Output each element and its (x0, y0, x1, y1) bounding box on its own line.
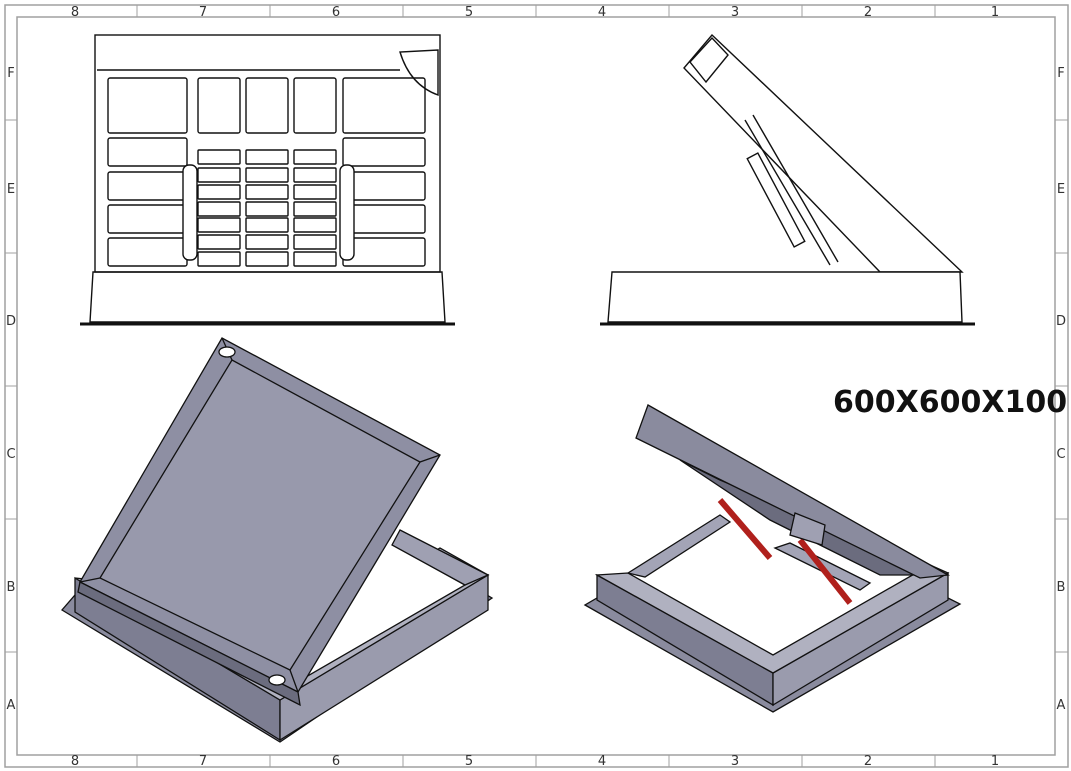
column-labels-bottom: 8 7 6 5 4 3 2 1 (71, 754, 999, 769)
part-size-label: 600X600X100 (833, 385, 1068, 420)
column-label: 6 (332, 5, 340, 20)
column-label: 8 (71, 5, 79, 20)
zone-dividers (5, 5, 1068, 767)
row-label: C (1056, 447, 1065, 462)
column-label: 4 (598, 754, 606, 769)
row-label: D (6, 314, 16, 329)
row-label: F (1057, 66, 1064, 81)
row-label: A (7, 698, 16, 713)
side-view (600, 33, 975, 326)
column-label: 7 (199, 754, 207, 769)
row-label: E (1057, 182, 1065, 197)
column-label: 3 (731, 5, 739, 20)
row-label: A (1057, 698, 1066, 713)
row-labels-right: F E D C B A (1056, 66, 1066, 713)
column-label: 4 (598, 5, 606, 20)
column-label: 8 (71, 754, 79, 769)
column-label: 3 (731, 754, 739, 769)
column-label: 2 (864, 5, 872, 20)
row-label: F (7, 66, 14, 81)
column-label: 5 (465, 754, 473, 769)
row-label: D (1056, 314, 1066, 329)
column-label: 7 (199, 5, 207, 20)
isometric-view-gas-struts (583, 404, 962, 713)
column-labels-top: 8 7 6 5 4 3 2 1 (71, 5, 999, 20)
column-label: 1 (991, 5, 999, 20)
isometric-view-lid-open (61, 337, 494, 743)
row-label: E (7, 182, 15, 197)
front-view (80, 34, 455, 326)
row-label: B (7, 580, 16, 595)
row-labels-left: F E D C B A (6, 66, 16, 713)
column-label: 1 (991, 754, 999, 769)
column-label: 6 (332, 754, 340, 769)
row-label: C (6, 447, 15, 462)
column-label: 5 (465, 5, 473, 20)
row-label: B (1057, 580, 1066, 595)
column-label: 2 (864, 754, 872, 769)
